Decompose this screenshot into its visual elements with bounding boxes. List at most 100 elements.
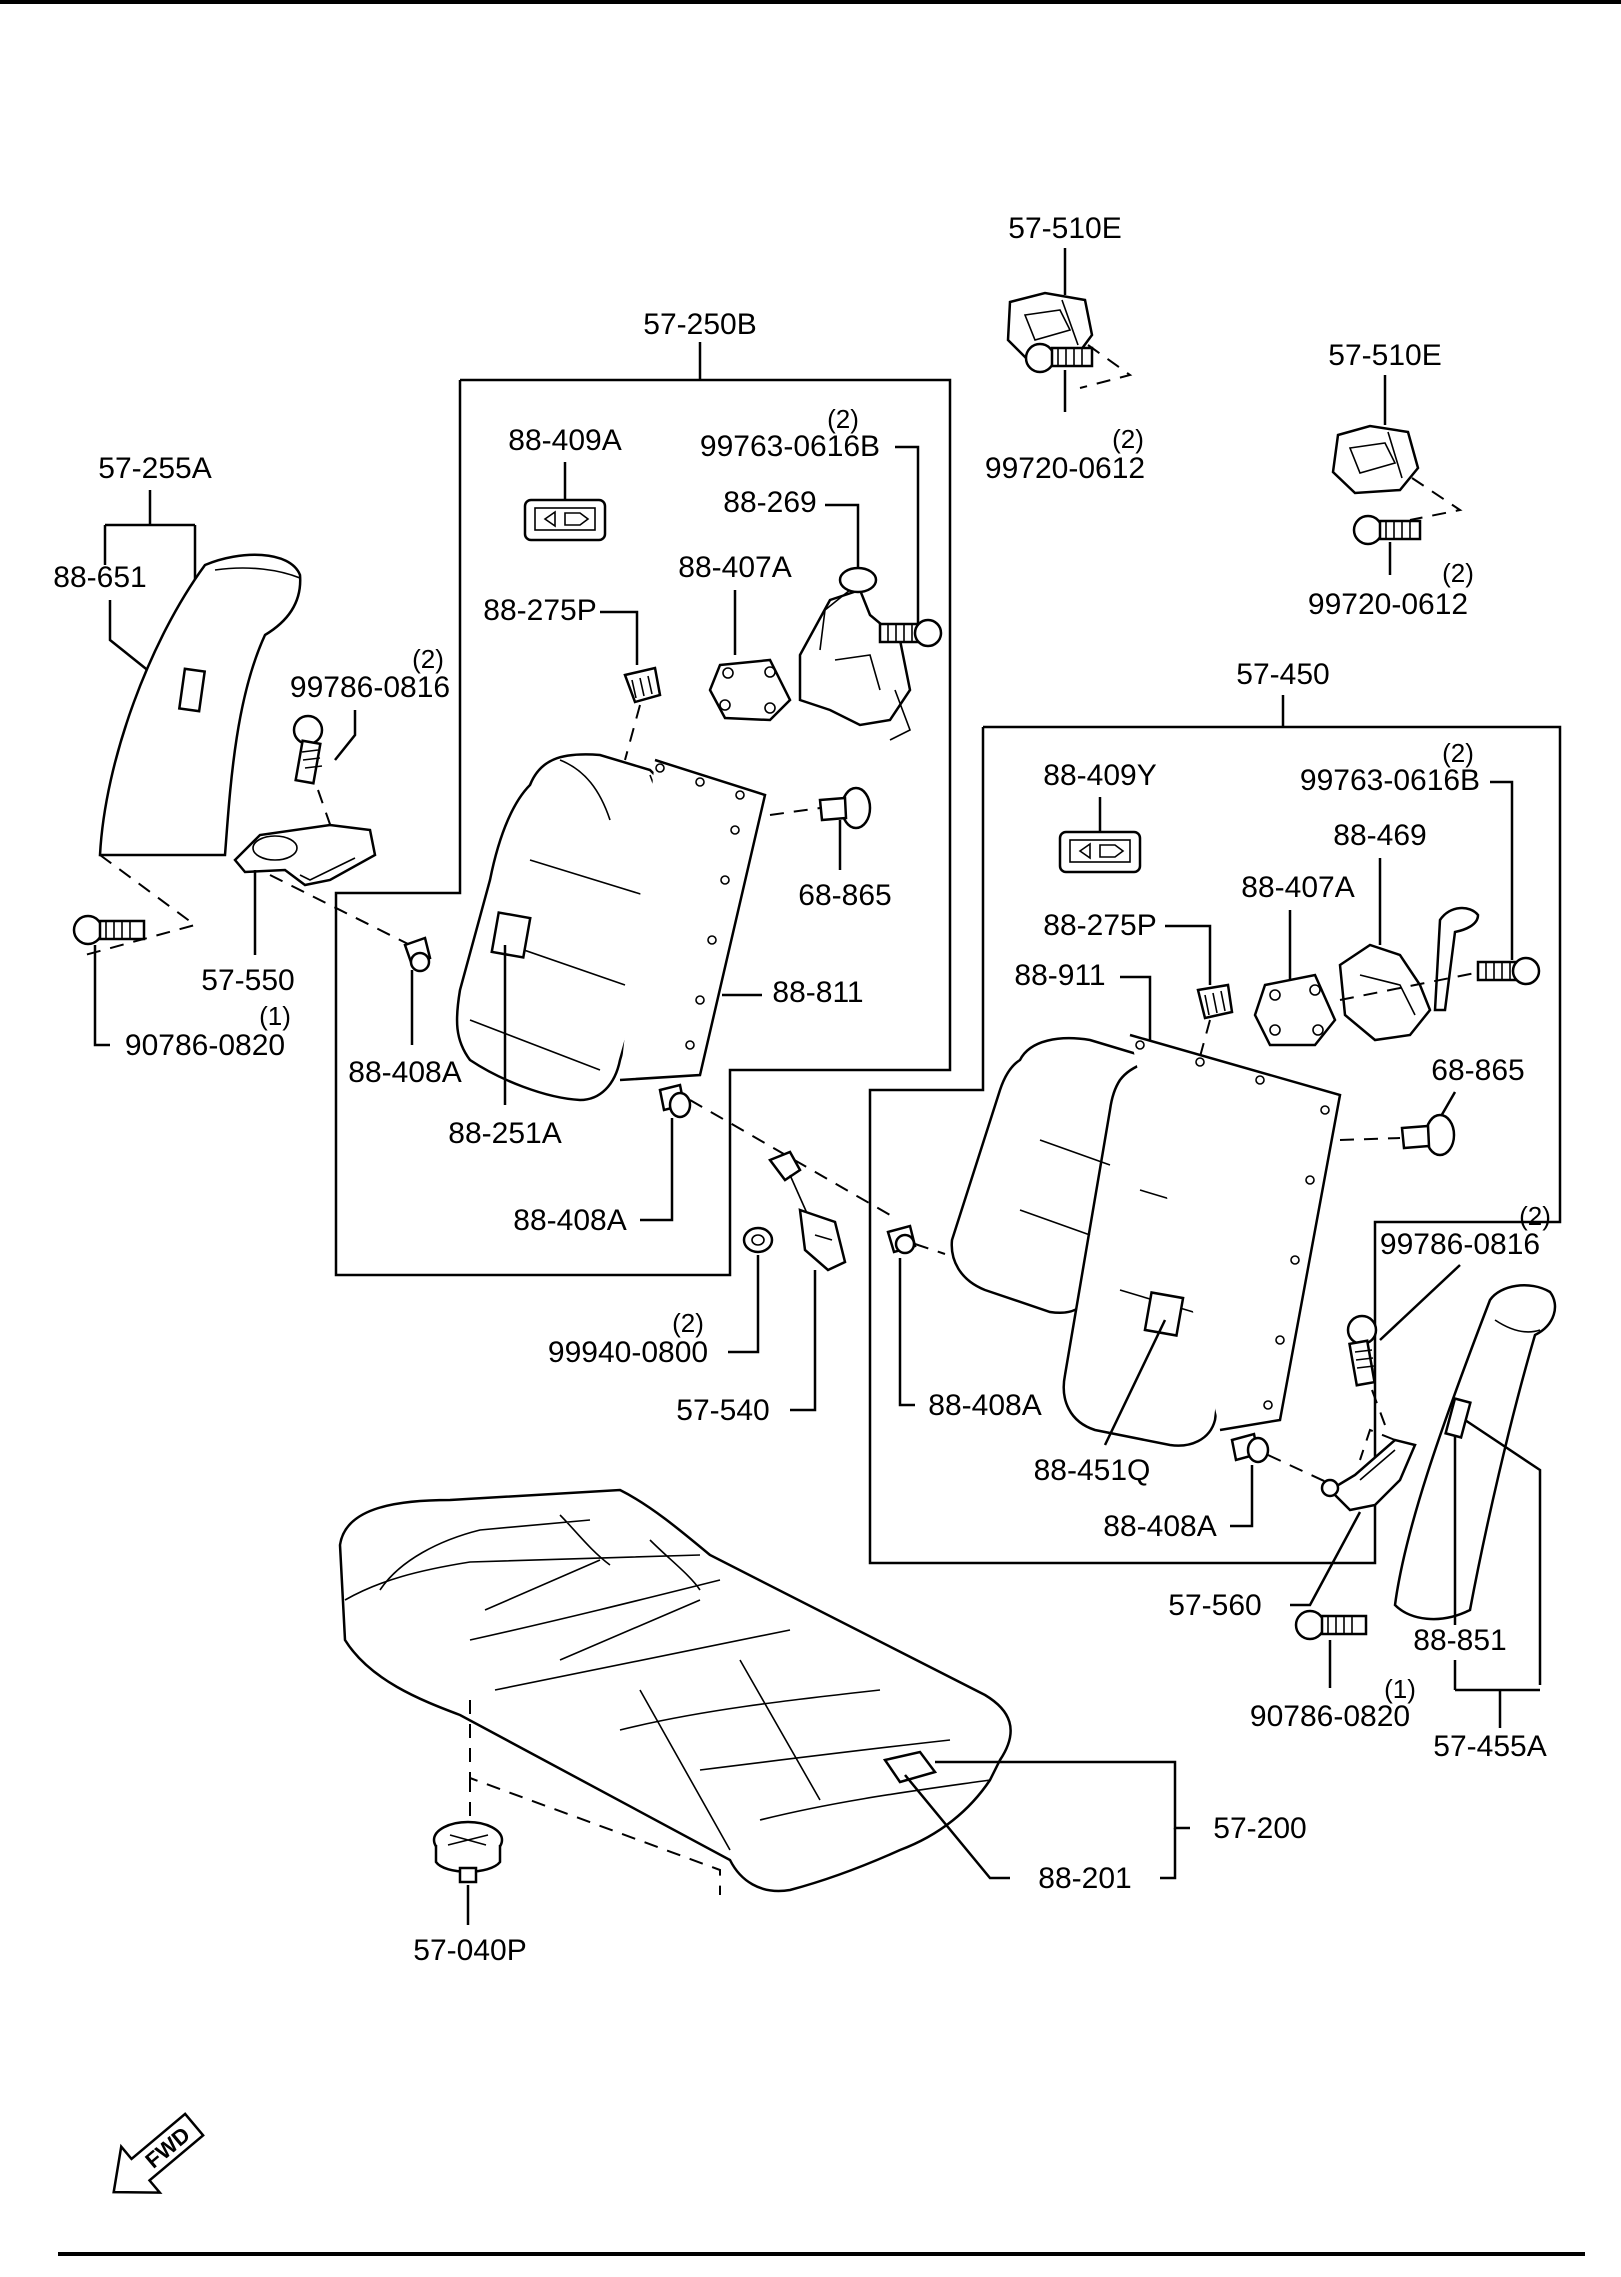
label-57-510E-b: 57-510E bbox=[1328, 339, 1441, 372]
leader-88-201 bbox=[904, 1774, 1010, 1880]
leader-88-408A-b bbox=[640, 1118, 674, 1222]
label-99720-0612-b: 99720-0612 bbox=[1308, 588, 1468, 621]
label-57-540: 57-540 bbox=[676, 1394, 769, 1427]
dash-68-865-a bbox=[769, 807, 821, 816]
label-88-275P-b: 88-275P bbox=[1043, 909, 1156, 942]
leader-57-540 bbox=[790, 1270, 817, 1412]
label-99763-0616B-a: 99763-0616B bbox=[700, 430, 880, 463]
clip-icon bbox=[1196, 983, 1234, 1020]
label-57-450: 57-450 bbox=[1236, 658, 1329, 691]
clip-icon bbox=[1230, 1432, 1270, 1464]
label-90786-0820-b: 90786-0820 bbox=[1250, 1700, 1410, 1733]
leader-88-269 bbox=[825, 503, 860, 570]
leader-88-275P-a bbox=[600, 610, 639, 665]
label-88-851: 88-851 bbox=[1413, 1624, 1506, 1657]
label-88-201: 88-201 bbox=[1038, 1862, 1131, 1895]
leader-99763-0616B-b bbox=[1490, 780, 1514, 960]
dash-57-550 bbox=[269, 874, 421, 951]
fwd-arrow-icon: FWD bbox=[112, 2112, 205, 2194]
leader-57-200-b bbox=[1160, 1828, 1177, 1880]
label-88-269: 88-269 bbox=[723, 486, 816, 519]
label-88-451Q: 88-451Q bbox=[1034, 1454, 1151, 1487]
clip-icon bbox=[818, 786, 872, 830]
release-button-icon bbox=[1058, 830, 1142, 874]
label-68-865-a: 68-865 bbox=[798, 879, 891, 912]
dash-88-408A-b bbox=[689, 1099, 891, 1216]
bolt-icon bbox=[1476, 956, 1541, 986]
label-90786-0820-a: 90786-0820 bbox=[125, 1029, 285, 1062]
qty-99786-0816-b: (2) bbox=[1519, 1201, 1551, 1231]
qty-99940-0800: (2) bbox=[672, 1308, 704, 1338]
clip-icon bbox=[658, 1083, 692, 1119]
seat-cushion-icon bbox=[338, 1488, 1012, 1893]
label-99786-0816-a: 99786-0816 bbox=[290, 671, 450, 704]
bolt-icon bbox=[878, 618, 943, 648]
label-88-651: 88-651 bbox=[53, 561, 146, 594]
label-88-251A: 88-251A bbox=[448, 1117, 561, 1150]
leader-57-455A-a bbox=[1464, 1418, 1542, 1685]
qty-90786-0820-a: (1) bbox=[259, 1001, 291, 1031]
dash-99786-0816-b bbox=[1371, 1389, 1386, 1426]
dash-88-275P-b bbox=[1194, 1019, 1211, 1076]
leader-90786-0820-a bbox=[93, 945, 110, 1047]
leader-57-560 bbox=[1290, 1511, 1362, 1607]
label-88-811: 88-811 bbox=[772, 976, 863, 1009]
dash-57-560 bbox=[1359, 1428, 1396, 1461]
bolt-icon bbox=[1024, 342, 1094, 374]
label-88-408A-d: 88-408A bbox=[1103, 1510, 1216, 1543]
label-88-409Y: 88-409Y bbox=[1043, 759, 1156, 792]
label-88-408A-c: 88-408A bbox=[928, 1389, 1041, 1422]
label-88-408A-a: 88-408A bbox=[348, 1056, 461, 1089]
leader-99786-0816-b bbox=[1379, 1264, 1461, 1341]
side-trim-icon bbox=[1393, 1284, 1557, 1621]
bolt-icon bbox=[1294, 1609, 1368, 1641]
seat-back-icon bbox=[950, 1033, 1342, 1447]
dash-57-510E-b bbox=[1409, 477, 1463, 521]
leader-88-911 bbox=[1120, 975, 1152, 1045]
latch-icon bbox=[1006, 291, 1094, 364]
label-88-469: 88-469 bbox=[1333, 819, 1426, 852]
latch-mechanism-icon bbox=[798, 566, 912, 741]
label-99763-0616B-b: 99763-0616B bbox=[1300, 764, 1480, 797]
release-button-icon bbox=[523, 498, 607, 542]
bolt-icon bbox=[292, 714, 324, 785]
latch-icon bbox=[1331, 424, 1420, 495]
bolt-icon bbox=[1346, 1314, 1378, 1387]
label-68-865-b: 68-865 bbox=[1431, 1054, 1524, 1087]
dash-57-510E-a bbox=[1079, 344, 1133, 389]
qty-99720-0612-a: (2) bbox=[1112, 424, 1144, 454]
label-88-407A-a: 88-407A bbox=[678, 551, 791, 584]
hinge-bracket-icon bbox=[1320, 1438, 1417, 1512]
clip-icon bbox=[1400, 1113, 1456, 1157]
qty-90786-0820-b: (1) bbox=[1384, 1674, 1416, 1704]
qty-99720-0612-b: (2) bbox=[1442, 558, 1474, 588]
label-88-911: 88-911 bbox=[1014, 959, 1105, 992]
hinge-plate-icon bbox=[708, 658, 792, 722]
label-57-510E-a: 57-510E bbox=[1008, 212, 1121, 245]
label-57-200: 57-200 bbox=[1213, 1812, 1306, 1845]
qty-99763-0616B-a: (2) bbox=[827, 404, 859, 434]
label-57-560: 57-560 bbox=[1168, 1589, 1261, 1622]
leader-68-865-b bbox=[1438, 1091, 1457, 1119]
label-99720-0612-a: 99720-0612 bbox=[985, 452, 1145, 485]
assembly-box-57-250B bbox=[334, 378, 952, 1277]
label-57-455A: 57-455A bbox=[1433, 1730, 1546, 1763]
label-88-407A-b: 88-407A bbox=[1241, 871, 1354, 904]
qty-99786-0816-a: (2) bbox=[412, 644, 444, 674]
dash-88-275P-a bbox=[624, 704, 641, 761]
label-88-408A-b: 88-408A bbox=[513, 1204, 626, 1237]
dash-68-865-b bbox=[1339, 1137, 1401, 1141]
label-57-255A: 57-255A bbox=[98, 452, 211, 485]
bolt-icon bbox=[1352, 514, 1422, 546]
clip-icon bbox=[403, 936, 432, 973]
dash-99786-0816-a bbox=[317, 789, 333, 831]
label-88-275P-a: 88-275P bbox=[483, 594, 596, 627]
nut-icon bbox=[742, 1226, 774, 1254]
label-57-550: 57-550 bbox=[201, 964, 294, 997]
cushion-hook-icon bbox=[432, 1820, 504, 1884]
leader-88-275P-b bbox=[1165, 924, 1212, 985]
dash-57-255A bbox=[84, 854, 198, 956]
label-88-409A: 88-409A bbox=[508, 424, 621, 457]
hinge-plate-icon bbox=[1253, 973, 1337, 1047]
